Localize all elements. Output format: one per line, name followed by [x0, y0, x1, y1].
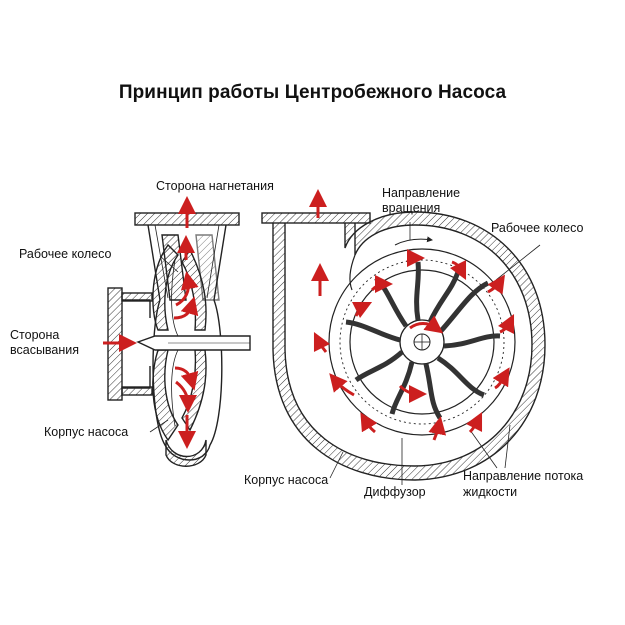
diagram-title: Принцип работы Центробежного Насоса [118, 82, 507, 103]
label-impeller-left: Рабочее колесо [19, 247, 112, 261]
label-impeller-right: Рабочее колесо [491, 221, 584, 235]
label-discharge-side: Сторона нагнетания [156, 179, 274, 193]
label-rotation-direction-line1: Направление [382, 186, 461, 200]
label-suction-side-line2: всасывания [10, 343, 80, 357]
flow-arrows-left [103, 196, 199, 449]
label-casing-right: Корпус насоса [244, 473, 329, 487]
impeller-vanes [345, 261, 501, 420]
label-flow-direction-line2: жидкости [463, 485, 518, 499]
label-diffuser: Диффузор [364, 485, 426, 499]
label-suction-side-line1: Сторона [10, 328, 60, 342]
label-flow-direction-line1: Направление потока [463, 469, 584, 483]
label-rotation-direction-line2: вращения [382, 201, 441, 215]
flow-arrows-right [309, 189, 515, 441]
label-casing-left: Корпус насоса [44, 425, 129, 439]
front-volute-view [261, 211, 546, 485]
side-section-view [107, 212, 251, 467]
